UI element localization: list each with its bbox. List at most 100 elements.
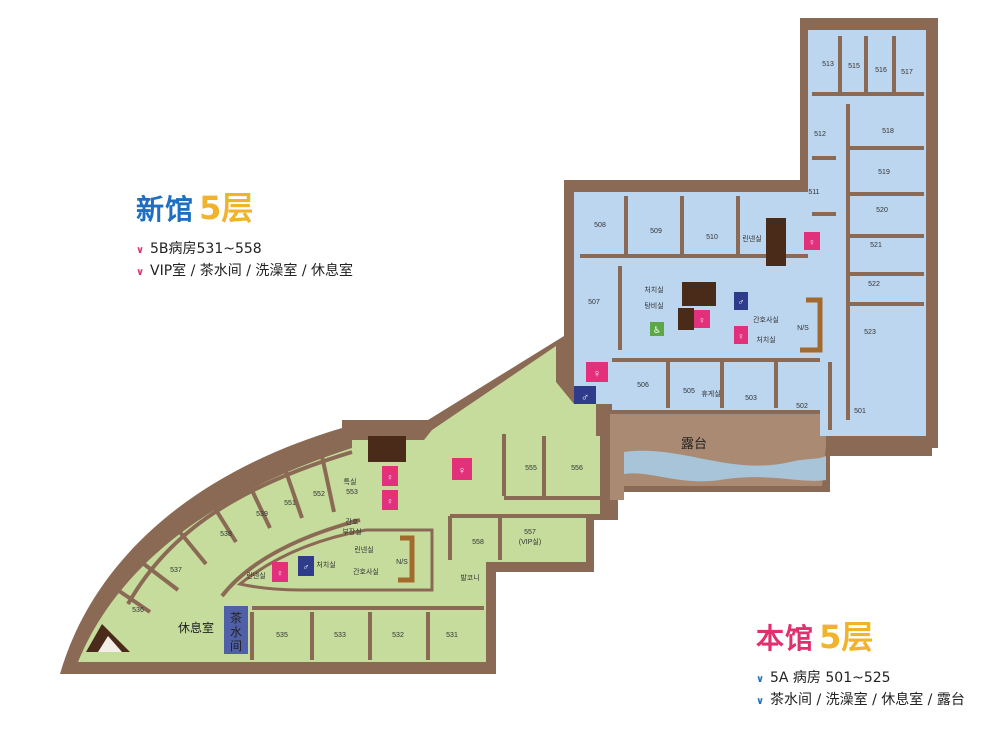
room-516: 516	[875, 67, 887, 74]
room-519: 519	[878, 169, 890, 176]
pantry-label-2: 水	[230, 625, 242, 639]
room-532: 532	[392, 632, 404, 639]
room-521: 521	[870, 242, 882, 249]
womens-restroom-icon: ♀	[452, 458, 472, 480]
room-537: 537	[170, 567, 182, 574]
legend-new-list: ∨5B病房531~558 ∨VIP室 / 茶水间 / 洗澡室 / 休息室	[136, 239, 353, 283]
pantry-label-1: 茶	[230, 610, 242, 625]
new-bottom-left-stairs	[86, 624, 130, 652]
legend-main-floor: 5层	[819, 618, 874, 656]
pantry-label-3: 间	[230, 639, 242, 653]
legend-new-building: 新馆 5层 ∨5B病房531~558 ∨VIP室 / 茶水间 / 洗澡室 / 休…	[136, 183, 353, 283]
nurse-station-ns-label: N/S	[396, 559, 408, 566]
svg-text:♀: ♀	[593, 368, 601, 380]
nurse-station-ns-label: N/S	[797, 325, 809, 332]
svg-text:♂: ♂	[738, 297, 745, 307]
nurse-head-label-b: 부장실	[342, 527, 361, 536]
new-floor	[78, 346, 600, 662]
chevron-down-icon: ∨	[756, 674, 765, 685]
svg-text:♀: ♀	[387, 472, 394, 482]
linen-room-label: 린넨실	[354, 545, 373, 554]
room-508: 508	[594, 222, 606, 229]
treatment-room-label: 처치실	[316, 560, 335, 569]
legend-new-title: 新馆	[136, 193, 195, 226]
rest-area-label: 휴게실	[701, 389, 720, 398]
room-539: 539	[256, 511, 268, 518]
linen-room-label: 린넨실	[742, 234, 761, 243]
chevron-down-icon: ∨	[136, 267, 145, 278]
accessible-icon: ♿	[650, 322, 664, 336]
terrace	[610, 414, 826, 500]
chevron-down-icon: ∨	[756, 696, 765, 707]
svg-text:♀: ♀	[738, 331, 745, 341]
room-511: 511	[808, 189, 819, 196]
room-551: 551	[284, 500, 296, 507]
legend-main-list: ∨5A 病房 501~525 ∨茶水间 / 洗澡室 / 休息室 / 露台	[756, 668, 965, 712]
womens-restroom-icon: ♀	[734, 326, 748, 344]
svg-text:♂: ♂	[303, 562, 310, 572]
svg-text:♀: ♀	[458, 465, 466, 477]
legend-main-building: 本馆 5层 ∨5A 病房 501~525 ∨茶水间 / 洗澡室 / 休息室 / …	[756, 612, 965, 712]
room-513: 513	[822, 61, 834, 68]
new-room-labels: 555 556 557 (VIP실) 558 553 552 551 539 5…	[132, 465, 583, 653]
mens-restroom-icon: ♂	[734, 292, 748, 310]
main-elevator-c	[678, 308, 694, 330]
room-558: 558	[472, 539, 484, 546]
womens-restroom-icon: ♀	[586, 362, 608, 382]
nurse-head-label-a: 간호	[346, 517, 359, 526]
linen-small-label: 린넨실	[246, 571, 265, 580]
new-nurse-station-counter	[398, 535, 415, 583]
room-501: 501	[854, 408, 866, 415]
room-533: 533	[334, 632, 346, 639]
legend-new-heading: 新馆 5层	[136, 183, 353, 229]
room-503: 503	[745, 395, 757, 402]
svg-text:♀: ♀	[387, 496, 394, 506]
womens-restroom-icon: ♀	[272, 562, 288, 582]
room-556: 556	[571, 465, 583, 472]
room-557: 557	[524, 529, 536, 536]
svg-text:♀: ♀	[809, 237, 816, 247]
mens-restroom-icon: ♂	[298, 556, 314, 576]
main-nurse-station-counter	[800, 297, 823, 353]
svg-text:♿: ♿	[653, 325, 661, 335]
legend-main-title: 本馆	[756, 622, 815, 655]
main-room-labels: 513 515 516 517 512 518 519 511 520 521 …	[588, 61, 913, 415]
restroom-icon: ♀	[694, 310, 710, 328]
room-520: 520	[876, 207, 888, 214]
room-523: 523	[864, 329, 876, 336]
room-555: 555	[525, 465, 537, 472]
list-item: ∨茶水间 / 洗澡室 / 休息室 / 露台	[756, 690, 965, 712]
pantry-block	[224, 606, 248, 654]
balcony-label: 발코니	[460, 573, 479, 582]
terrace-label: 露台	[681, 437, 707, 452]
lounge-label: 休息室	[178, 620, 214, 635]
room-552: 552	[313, 491, 325, 498]
list-item: ∨5B病房531~558	[136, 239, 353, 261]
list-item: ∨5A 病房 501~525	[756, 668, 965, 690]
terrace-water	[624, 450, 826, 482]
treatment-room-label: 처치실	[756, 335, 775, 344]
svg-text:♀: ♀	[277, 568, 284, 578]
svg-text:♂: ♂	[581, 392, 589, 404]
main-elevator-a	[766, 218, 786, 266]
room-505: 505	[683, 388, 695, 395]
womens-restroom-icon: ♀	[382, 466, 398, 486]
small-room-b-label: 탕비실	[644, 301, 663, 310]
new-elevator-a	[368, 436, 406, 462]
room-502: 502	[796, 403, 808, 410]
chevron-down-icon: ∨	[136, 245, 145, 256]
nurse-station-label: 간호사실	[753, 315, 779, 324]
room-510: 510	[706, 234, 718, 241]
room-518: 518	[882, 128, 894, 135]
room-515: 515	[848, 63, 860, 70]
restroom-icon: ♀	[804, 232, 820, 250]
room-553: 553	[346, 489, 358, 496]
legend-main-heading: 本馆 5层	[756, 612, 965, 658]
svg-text:♀: ♀	[699, 315, 706, 325]
special-room-label: 특실	[344, 477, 357, 486]
vip-room-label: (VIP실)	[519, 537, 541, 546]
room-536: 536	[132, 607, 144, 614]
room-507: 507	[588, 299, 600, 306]
room-522: 522	[868, 281, 880, 288]
nurse-station-label: 간호사실	[353, 567, 379, 576]
